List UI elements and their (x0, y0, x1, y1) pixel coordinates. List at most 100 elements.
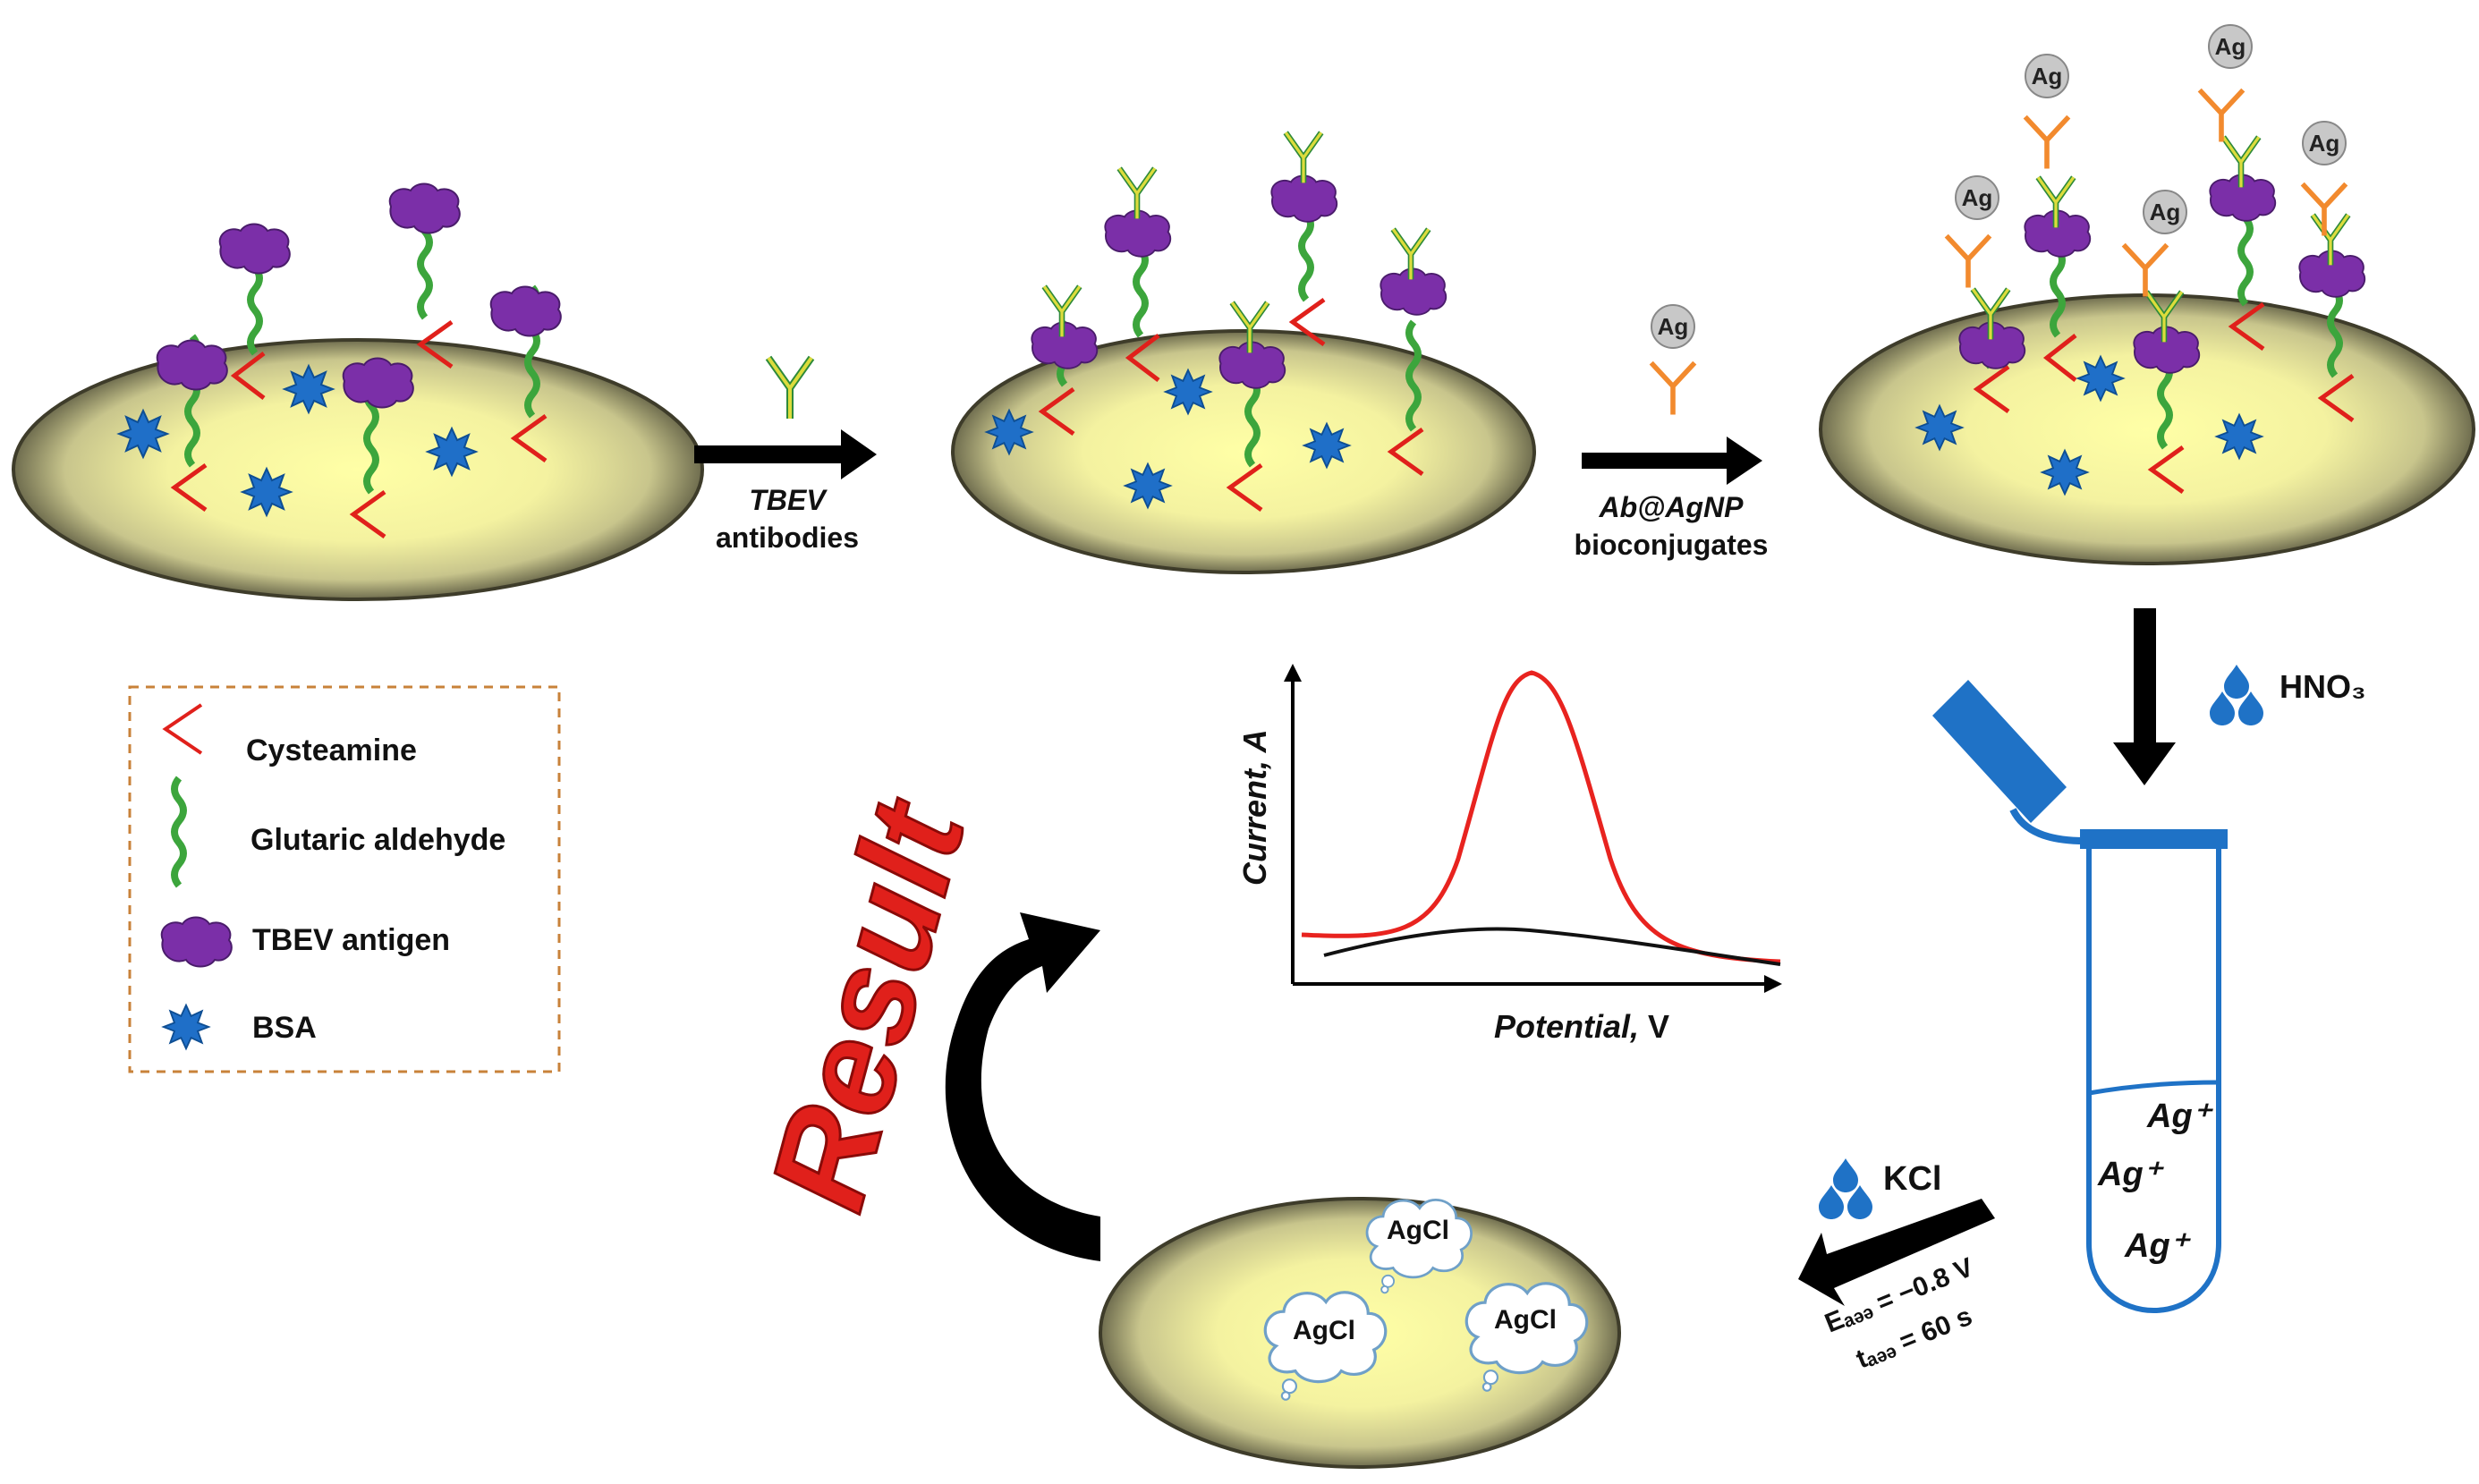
cycle-arrow (945, 912, 1100, 1261)
cysteamine-mark (2147, 445, 2185, 495)
step-arrow-kcl: KCl Eₐₔₔ = −0.8 V tₐₔₔ = 60 s (1798, 1158, 1995, 1374)
glutaric-aldehyde-icon (171, 776, 187, 888)
ag-label: Ag (2309, 130, 2340, 157)
cysteamine-mark (1226, 462, 1263, 513)
sample-tube: Ag⁺ Ag⁺ Ag⁺ (1932, 680, 2228, 1313)
cysteamine-mark (2042, 334, 2077, 382)
curved-arrow-icon (945, 912, 1100, 1261)
baseline-curve (1323, 927, 1781, 966)
legend-cysteamine: Cysteamine (246, 734, 417, 767)
stage-4-electrode: AgCl AgCl AgCl (1099, 1197, 1621, 1469)
x-axis-arrowhead (1764, 975, 1782, 993)
antibody-mark (1286, 132, 1321, 182)
cysteamine-icon (162, 703, 203, 755)
x-axis-label-main: Potential, (1494, 1008, 1639, 1045)
bsa-mark (242, 468, 292, 516)
antigen-icon (160, 916, 233, 968)
ag-nanoparticle (2143, 190, 2187, 234)
bsa-mark (1915, 404, 1964, 451)
arrow-left-icon (1798, 1199, 1995, 1306)
ab-agnp-mark (2025, 117, 2069, 169)
bsa-mark (2041, 449, 2089, 496)
step1-label-bottom: antibodies (716, 522, 859, 554)
ag-label: Ag (2150, 199, 2181, 225)
stage-1-electrode (12, 182, 704, 601)
antigen-mark (342, 357, 414, 409)
ag-ion-label: Ag⁺ (2097, 1156, 2165, 1193)
y-axis-arrowhead (1284, 664, 1302, 682)
ag-ion-label: Ag⁺ (2146, 1098, 2214, 1135)
cysteamine-mark (416, 319, 454, 369)
legend-box (128, 685, 561, 1073)
ab-agnp-mark (2200, 90, 2244, 142)
ab-agnp-mark (2124, 245, 2168, 297)
agcl-label: AgCl (1387, 1216, 1449, 1245)
cysteamine-mark (170, 462, 208, 513)
peak-curve (1301, 670, 1781, 964)
bsa-mark (1124, 462, 1172, 509)
bsa-mark (985, 409, 1033, 455)
antigen-mark (218, 223, 291, 275)
antigen-mark (489, 285, 562, 337)
cysteamine-mark (1125, 334, 1160, 382)
bsa-mark (1303, 422, 1351, 469)
antibody-icon (768, 358, 811, 419)
bsa-icon (162, 1004, 210, 1050)
antibody-mark (1119, 168, 1155, 218)
glutaric-aldehyde-mark (1133, 247, 1149, 338)
kcl-label: KCl (1883, 1160, 1941, 1198)
ag-nanoparticle (2208, 24, 2253, 69)
ag-nanoparticle (2302, 121, 2347, 165)
ag-nanoparticle (1955, 175, 1999, 220)
tube-hinge (2009, 808, 2085, 844)
cysteamine-mark (1973, 364, 2010, 414)
agcl-label: AgCl (1494, 1305, 1557, 1335)
electrode-disc-2 (951, 329, 1536, 574)
step-arrow-down: HNO₃ (2113, 608, 2366, 785)
step-arrow-1: TBEV antibodies (694, 358, 877, 554)
bsa-mark (427, 428, 477, 476)
bsa-mark (2076, 355, 2125, 402)
bsa-mark (284, 365, 334, 413)
legend-antigen: TBEV antigen (252, 923, 450, 957)
glutaric-aldehyde-mark (1405, 319, 1422, 432)
legend-glutaric: Glutaric aldehyde (250, 823, 505, 857)
cysteamine-mark (2317, 373, 2355, 423)
legend: Cysteamine Glutaric aldehyde TBEV antige… (128, 685, 561, 1073)
drops-icon (2210, 665, 2263, 725)
cysteamine-mark (1038, 386, 1075, 437)
cysteamine-mark (1288, 297, 1326, 347)
antigen-mark (388, 182, 461, 234)
ag-label: Ag (1962, 184, 1993, 211)
x-axis-label-unit: V (1639, 1008, 1669, 1045)
voltammogram: Current, A Potential, V (1236, 664, 1782, 1045)
result-label: Result (742, 784, 994, 1224)
hno3-label: HNO₃ (2279, 668, 2366, 705)
ag-nanoparticle (1651, 304, 1695, 349)
cysteamine-mark (349, 489, 386, 539)
cysteamine-mark (510, 413, 548, 463)
ag-ion-label: Ag⁺ (2124, 1227, 2192, 1265)
y-axis-label: Current, A (1236, 729, 1273, 886)
step2-label-bottom: bioconjugates (1575, 529, 1769, 561)
arrow-right-icon (1582, 437, 1762, 485)
cysteamine-mark (1387, 427, 1424, 477)
ab-agnp-icon (1651, 363, 1695, 415)
cysteamine-mark (2228, 301, 2265, 352)
tube-body (2086, 849, 2221, 1313)
stage-3-electrode: Ag Ag Ag Ag Ag (1819, 24, 2475, 565)
stage-2-electrode (951, 132, 1536, 574)
bsa-mark (118, 410, 168, 458)
bsa-mark (1164, 369, 1212, 415)
ag-label: Ag (2215, 33, 2246, 60)
arrow-right-icon (694, 429, 877, 479)
tube-liquid-surface (2088, 1080, 2220, 1096)
legend-bsa: BSA (252, 1011, 317, 1045)
agcl-label: AgCl (1293, 1316, 1355, 1345)
step2-label-top: Ab@AgNP (1599, 491, 1745, 523)
ab-agnp-mark (1947, 236, 1991, 288)
tube-rim (2080, 829, 2228, 849)
cysteamine-mark (230, 352, 266, 400)
step-arrow-2: Ag Ab@AgNP bioconjugates (1575, 304, 1769, 561)
